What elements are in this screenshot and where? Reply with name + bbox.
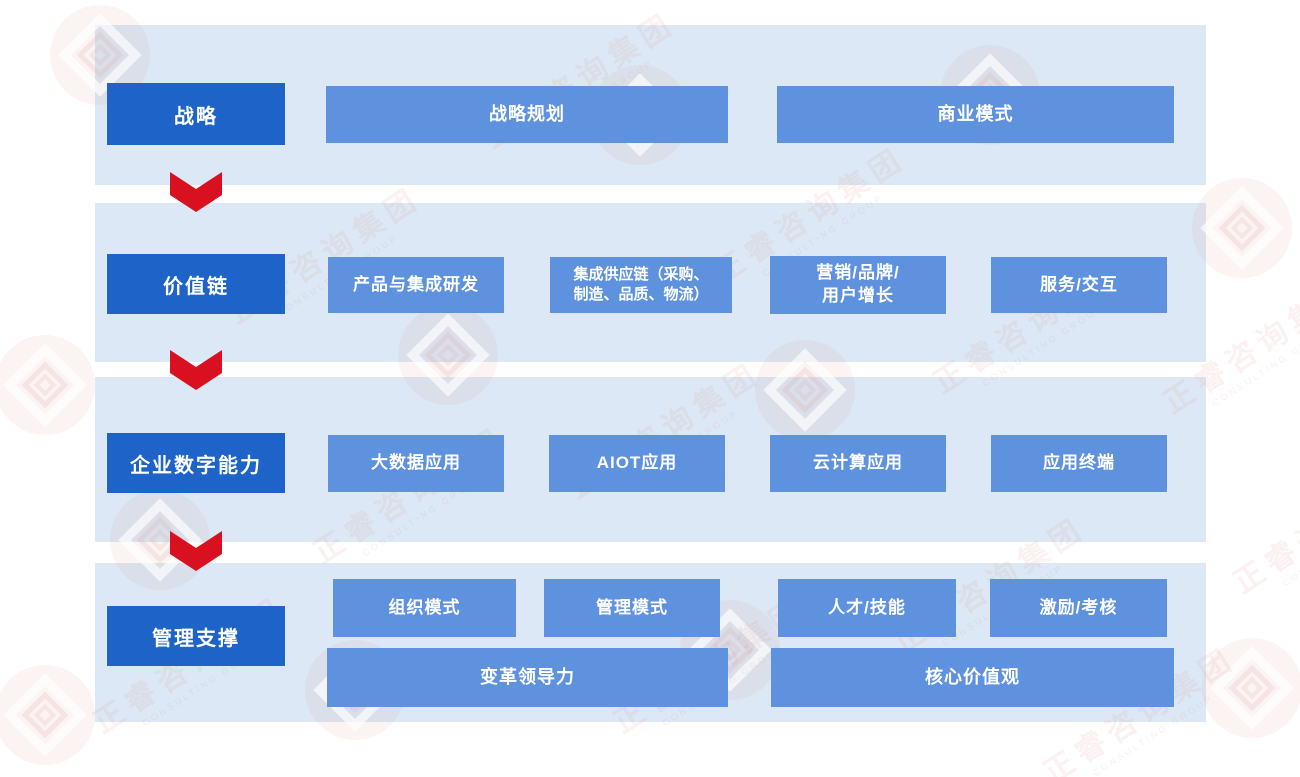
item-aiot: AIOT应用 xyxy=(549,435,725,492)
item-cloud-computing: 云计算应用 xyxy=(770,435,946,492)
item-label: 核心价值观 xyxy=(925,667,1020,688)
item-talent-skills: 人才/技能 xyxy=(778,579,956,637)
item-label: 集成供应链（采购、 制造、品质、物流） xyxy=(573,265,709,303)
item-integrated-supply-chain: 集成供应链（采购、 制造、品质、物流） xyxy=(550,257,732,313)
row-label-text: 战略 xyxy=(174,105,218,128)
item-label: 变革领导力 xyxy=(480,667,575,688)
item-label: 营销/品牌/ 用户增长 xyxy=(816,263,900,305)
item-service-interaction: 服务/交互 xyxy=(991,257,1167,313)
row-label-text: 企业数字能力 xyxy=(130,454,262,477)
item-label: 人才/技能 xyxy=(828,597,906,617)
row-label-strategy: 战略 xyxy=(107,83,285,145)
item-business-model: 商业模式 xyxy=(777,86,1174,143)
item-app-terminal: 应用终端 xyxy=(991,435,1167,492)
row-label-text: 价值链 xyxy=(163,275,229,298)
item-label: 云计算应用 xyxy=(813,453,903,473)
item-incentive-assessment: 激励/考核 xyxy=(990,579,1167,637)
down-chevron-arrow-icon xyxy=(170,531,222,571)
row-label-text: 管理支撑 xyxy=(152,627,240,650)
item-label: 组织模式 xyxy=(388,597,461,617)
row-label-management-support: 管理支撑 xyxy=(107,606,285,666)
item-management-model: 管理模式 xyxy=(544,579,720,637)
watermark-logo-icon xyxy=(0,663,97,767)
item-marketing-brand-growth: 营销/品牌/ 用户增长 xyxy=(770,256,946,314)
down-chevron-arrow-icon xyxy=(170,172,222,212)
item-label: 管理模式 xyxy=(596,597,668,617)
item-label: 应用终端 xyxy=(1043,453,1115,473)
row-label-value-chain: 价值链 xyxy=(107,254,285,314)
item-label: AIOT应用 xyxy=(596,453,678,473)
item-label: 商业模式 xyxy=(937,104,1014,125)
row-label-digital-capability: 企业数字能力 xyxy=(107,433,285,493)
item-core-values: 核心价值观 xyxy=(771,648,1174,707)
item-change-leadership: 变革领导力 xyxy=(327,648,728,707)
item-strategic-planning: 战略规划 xyxy=(326,86,728,143)
item-organization-model: 组织模式 xyxy=(333,579,516,637)
item-product-rnd: 产品与集成研发 xyxy=(328,257,504,313)
item-big-data: 大数据应用 xyxy=(328,435,504,492)
down-chevron-arrow-icon xyxy=(170,350,222,390)
item-label: 产品与集成研发 xyxy=(353,274,479,294)
watermark-logo-icon xyxy=(1200,636,1300,740)
item-label: 激励/考核 xyxy=(1039,597,1118,617)
item-label: 服务/交互 xyxy=(1040,274,1118,294)
watermark-logo-icon xyxy=(0,333,97,437)
item-label: 战略规划 xyxy=(489,104,565,125)
item-label: 大数据应用 xyxy=(371,453,461,473)
